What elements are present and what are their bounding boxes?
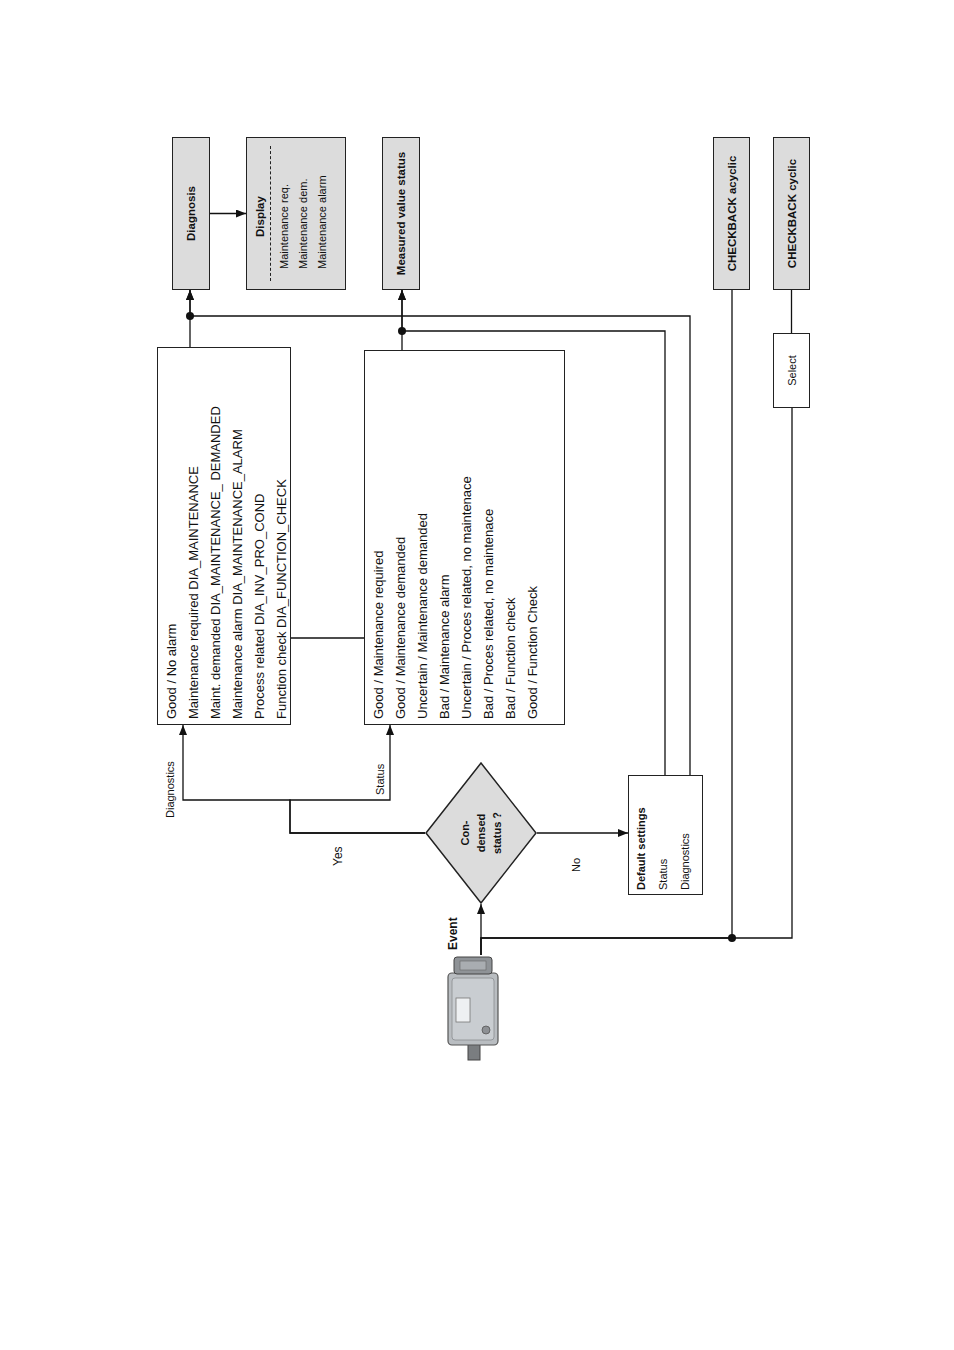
node-line: Process related DIA_INV_PRO_COND: [249, 353, 271, 719]
node-text: Con- densed status ?: [457, 807, 505, 859]
node-line: Maintenance alarm: [313, 138, 332, 289]
node-line: Uncertain / Proces related, no maintenac…: [456, 356, 478, 719]
connector-line: [402, 290, 665, 775]
node-line: Bad / Proces related, no maintenace: [478, 356, 500, 719]
text-group: Measured value status: [395, 152, 407, 275]
node-text: Event: [446, 917, 460, 950]
diagnostics-list-box: Good / No alarmMaintenance required DIA_…: [157, 347, 291, 725]
connector-line: [481, 408, 792, 955]
edge-label: Status: [374, 764, 386, 795]
node-line: Diagnostics: [674, 780, 696, 890]
device-screw: [482, 1026, 490, 1034]
connector-line: [190, 290, 690, 775]
node-text: Good / No alarm: [161, 353, 183, 719]
node-line: Maintenance req.: [275, 138, 294, 289]
node-line: Function check DIA_FUNCTION_CHECK: [271, 353, 293, 719]
decision-diamond: Con- densed status ?: [425, 762, 537, 904]
connector-line: [791, 290, 792, 333]
default-settings-box: Default settingsStatusDiagnostics: [628, 775, 703, 895]
display-box: DisplayMaintenance req.Maintenance dem.M…: [246, 137, 346, 290]
diagram-stage: DiagnosisDisplayMaintenance req.Maintena…: [150, 120, 830, 1080]
device-cap-inner: [460, 961, 486, 970]
diagnosis-box: Diagnosis: [172, 137, 210, 290]
connector-line: [291, 637, 364, 638]
node-line: Bad / Maintenance alarm: [434, 356, 456, 719]
node-text: Diagnosis: [185, 186, 197, 241]
device-fitting: [468, 1044, 480, 1060]
node-line: Good / Maintenance demanded: [390, 356, 412, 719]
node-line: Maintenance dem.: [294, 138, 313, 289]
branch-label: Yes: [331, 846, 345, 866]
node-text: Measured value status: [395, 152, 407, 275]
select-box: Select: [773, 333, 810, 408]
node-text: CHECKBACK cyclic: [786, 159, 798, 268]
node-text: CHECKBACK acyclic: [726, 156, 738, 272]
node-text: Default settings: [630, 780, 652, 890]
node-line: Good / Function Check: [522, 356, 544, 719]
edge-label: No: [570, 858, 582, 872]
node-line: Maint. demanded DIA_MAINTENANCE_ DEMANDE…: [205, 353, 227, 719]
node-line: Maintenance alarm DIA_MAINTENANCE_ALARM: [227, 353, 249, 719]
text-group: CHECKBACK acyclic: [726, 156, 738, 272]
device-cap: [454, 957, 492, 974]
device-plate: [456, 998, 470, 1022]
device-body: [448, 973, 498, 1045]
connector-layer: [150, 120, 830, 1080]
node-line: Status: [652, 780, 674, 890]
checkback-box: CHECKBACK acyclic: [713, 137, 750, 290]
connector-line: [290, 725, 425, 833]
node-line: Maintenance required DIA_MAINTENANCE: [183, 353, 205, 719]
node-line: Bad / Function check: [500, 356, 522, 719]
connector-line: [537, 832, 628, 833]
device-node: Event: [445, 955, 500, 1060]
node-text: Display: [250, 146, 271, 281]
node-text: Good / Maintenance required: [368, 356, 390, 719]
text-group: CHECKBACK cyclic: [786, 159, 798, 268]
connector-line: [210, 213, 246, 214]
node-text: Select: [786, 355, 798, 386]
device-face: [452, 978, 494, 1040]
checkback-box: CHECKBACK cyclic: [773, 137, 810, 290]
output-box: Measured value status: [382, 137, 420, 290]
node-line: Uncertain / Maintenance demanded: [412, 356, 434, 719]
connector-line: [183, 725, 425, 833]
connector-line: [481, 290, 732, 955]
edge-label: Diagnostics: [164, 761, 176, 818]
text-group: Diagnosis: [185, 186, 197, 241]
text-group: Select: [786, 355, 798, 386]
status-list-box: Good / Maintenance requiredGood / Mainte…: [364, 350, 565, 725]
